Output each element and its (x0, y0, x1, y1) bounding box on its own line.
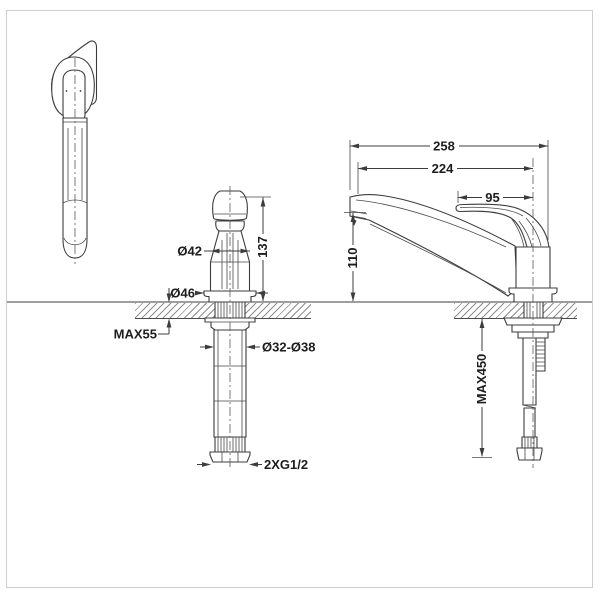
top-view-spout-inner-lines (67, 128, 83, 200)
side-spout-detail-lines (350, 199, 507, 294)
dim-label-height-above-counter: 137 (255, 236, 270, 258)
drawing-frame-border (6, 10, 593, 588)
top-view (51, 40, 98, 264)
side-handle-lever (455, 203, 550, 248)
top-view-screw-dot-right (79, 90, 82, 92)
dim-label-spout-height: 110 (345, 248, 360, 269)
dim-label-body-diameter: Ø42 (177, 244, 202, 259)
side-stud-threads (535, 341, 545, 367)
front-thread-upper-lines (217, 302, 243, 318)
side-hose-end-nut (516, 447, 543, 461)
side-hose-joint (522, 404, 537, 409)
side-spout (349, 193, 518, 297)
dim-spout-height: 110 (344, 212, 366, 302)
dim-body-diameter: Ø42 (177, 244, 250, 259)
dim-label-base-diameter: Ø46 (170, 286, 195, 301)
dim-height-above-counter: 137 (240, 196, 271, 302)
dim-spout-reach: 224 (357, 161, 533, 194)
dim-mounting-hole-diameter: Ø32-Ø38 (200, 340, 315, 355)
dim-label-mounting-hole-diameter: Ø32-Ø38 (262, 340, 315, 355)
dim-label-max-counter-thickness: MAX55 (114, 327, 157, 342)
side-handle-inner-curves (459, 206, 542, 248)
dim-label-hose-thread: 2XG1/2 (264, 457, 308, 472)
dim-label-total-length: 258 (433, 139, 455, 154)
front-hose-nut (209, 451, 251, 463)
dim-handle-length: 95 (457, 190, 533, 205)
dim-label-handle-length: 95 (485, 190, 499, 205)
side-hose (522, 337, 537, 438)
dim-max-hose-length: MAX450 (472, 319, 492, 458)
dim-max-counter-thickness: MAX55 (114, 288, 172, 342)
side-thread-lines (526, 302, 541, 318)
dim-total-length: 258 (349, 139, 549, 240)
front-thread-lower-lines (217, 437, 243, 452)
dim-hose-thread: 2XG1/2 (197, 457, 308, 472)
side-view (349, 158, 563, 468)
side-bracket-plate (503, 317, 563, 326)
side-end-nut-facets (524, 448, 535, 460)
dim-label-max-hose-length: MAX450 (474, 354, 489, 405)
front-nut-facets (221, 452, 239, 462)
top-view-screw-dot-left (65, 90, 68, 92)
front-shank-joints (214, 330, 246, 437)
side-hose-crimp (521, 436, 538, 449)
side-crimp-lines (524, 437, 535, 448)
dim-label-spout-reach: 224 (432, 161, 454, 176)
front-view (203, 186, 257, 470)
top-view-handle-grip (62, 69, 86, 126)
